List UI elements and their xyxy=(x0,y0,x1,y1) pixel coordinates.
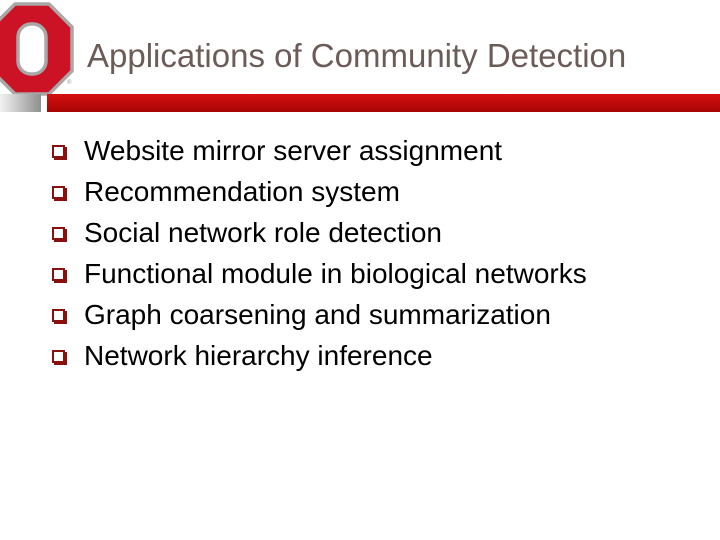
square-bullet-icon xyxy=(52,227,65,240)
list-item: Graph coarsening and summarization xyxy=(52,297,702,338)
list-item-label: Social network role detection xyxy=(84,217,442,248)
slide-title: Applications of Community Detection xyxy=(87,37,627,74)
list-item-label: Network hierarchy inference xyxy=(84,340,433,371)
square-bullet-icon xyxy=(52,145,65,158)
list-item: Social network role detection xyxy=(52,215,702,256)
header-rule-gray xyxy=(0,94,41,112)
list-item-label: Graph coarsening and summarization xyxy=(84,299,551,330)
registered-trademark-icon: ® xyxy=(67,80,72,86)
list-item-label: Recommendation system xyxy=(84,176,400,207)
bullet-list: Website mirror server assignment Recomme… xyxy=(52,133,702,379)
square-bullet-icon xyxy=(52,186,65,199)
list-item: Recommendation system xyxy=(52,174,702,215)
slide-header: ® Applications of Community Detection xyxy=(0,0,720,113)
list-item-label: Website mirror server assignment xyxy=(84,135,503,166)
square-bullet-icon xyxy=(52,268,65,281)
square-bullet-icon xyxy=(52,350,65,363)
list-item: Functional module in biological networks xyxy=(52,256,702,297)
square-bullet-icon xyxy=(52,309,65,322)
list-item: Website mirror server assignment xyxy=(52,133,702,174)
ohio-state-block-o-logo xyxy=(0,2,74,96)
list-item-label: Functional module in biological networks xyxy=(84,258,587,289)
list-item: Network hierarchy inference xyxy=(52,338,702,379)
header-rule-red xyxy=(47,94,720,112)
